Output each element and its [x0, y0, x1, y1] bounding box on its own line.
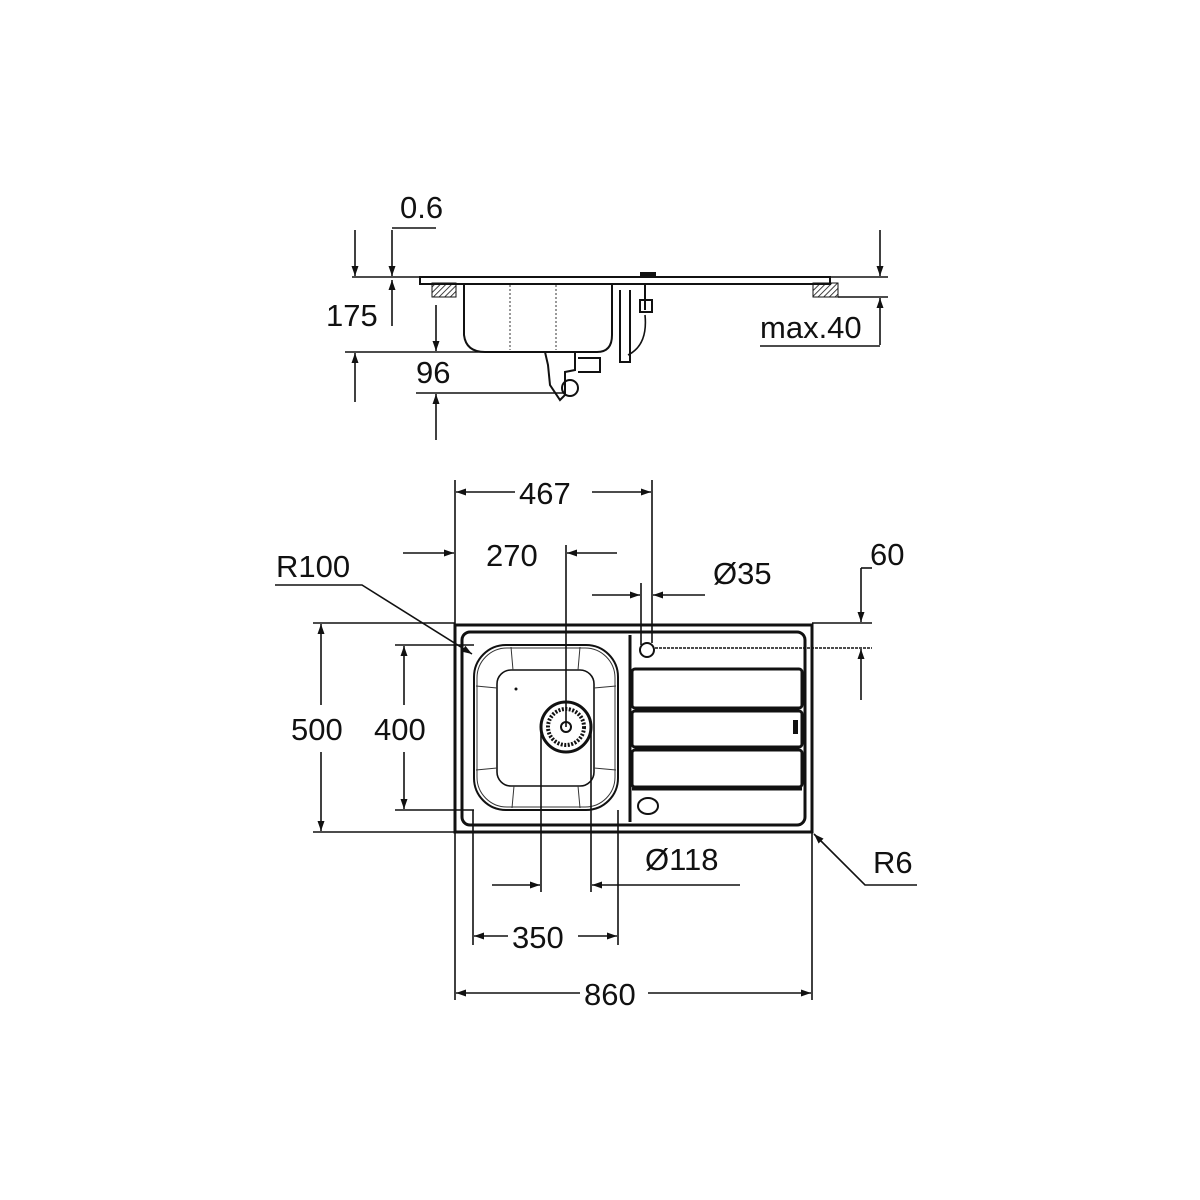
dim-overall-width: 860 [584, 977, 636, 1012]
overflow-hose [627, 314, 647, 356]
drainer-groove [630, 667, 804, 710]
overflow-hole [637, 797, 659, 815]
bowl-facets [475, 646, 617, 809]
brand-mark [793, 720, 798, 734]
bowl-inner-edge [476, 647, 616, 808]
bowl-profile [463, 285, 613, 353]
worktop-section-left [431, 282, 457, 298]
drainer-groove [630, 748, 804, 789]
bowl-basin [496, 669, 595, 787]
drainer-groove [630, 709, 804, 749]
dim-tap-hole-offset: 60 [870, 537, 904, 572]
drainer-grooves [630, 667, 804, 791]
sink-inner-rim [460, 630, 807, 827]
tap-hole [639, 642, 655, 658]
dim-drain-offset: 270 [486, 538, 538, 573]
dim-tap-hole: Ø35 [713, 556, 772, 591]
sink-outline [453, 623, 814, 834]
dim-bowl-radius: R100 [276, 549, 350, 584]
sink-flange [419, 276, 831, 285]
overflow-tube [619, 290, 631, 363]
bowl [473, 644, 619, 811]
bowl-mark [514, 687, 518, 691]
dim-drain-diameter: Ø118 [645, 842, 719, 877]
dim-bowl-width: 350 [512, 920, 564, 955]
dim-drain-height: 96 [416, 355, 450, 390]
dim-overall-depth: 500 [291, 712, 343, 747]
overflow-pipe [578, 357, 601, 373]
tap-hole-plug [640, 272, 656, 277]
waste-trap-connector [561, 379, 579, 397]
dim-leader [275, 584, 473, 655]
side-view: 0.6 175 96 max.40 [326, 190, 888, 440]
worktop-section-right [812, 282, 839, 298]
dim-bowl-offset-width: 467 [519, 476, 571, 511]
dim-bowl-depth: 400 [374, 712, 426, 747]
dim-leader [813, 833, 917, 886]
overflow-outlet [639, 285, 653, 313]
dim-outer-radius: R6 [873, 845, 913, 880]
top-view: 467 270 Ø35 60 R100 500 400 [275, 476, 917, 1012]
dim-worktop-max: max.40 [760, 310, 862, 345]
dim-depth: 175 [326, 298, 378, 333]
dim-thickness: 0.6 [400, 190, 443, 225]
